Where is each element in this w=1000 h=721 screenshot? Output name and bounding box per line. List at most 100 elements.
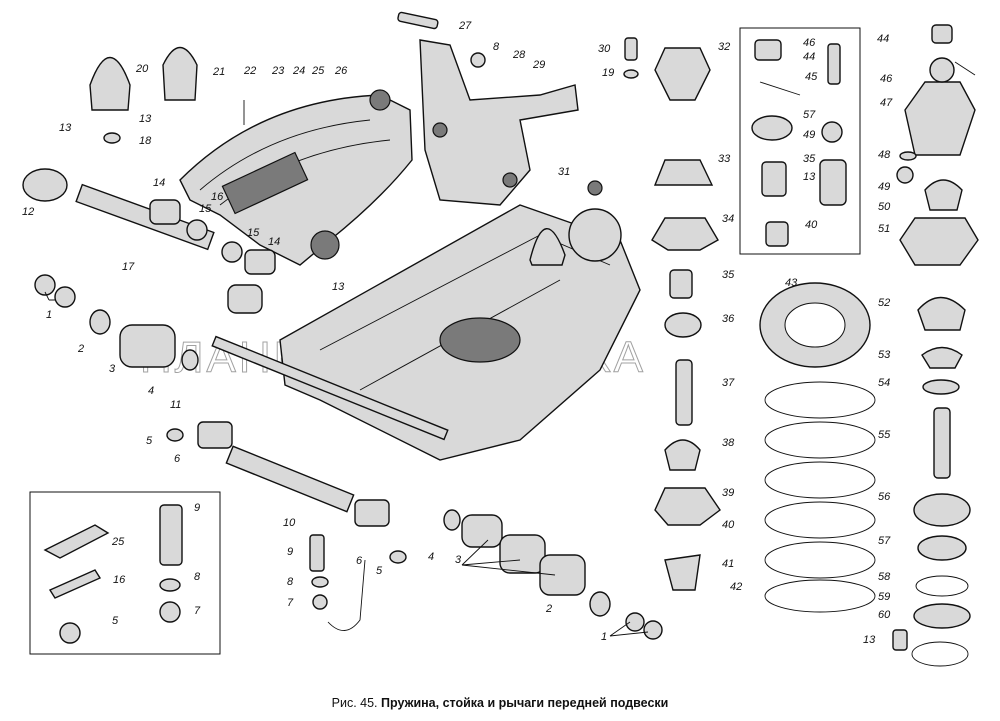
bolt-9-center [309, 534, 325, 572]
callout-3: 3 [109, 363, 116, 375]
ball-joint-32 [654, 47, 711, 101]
callout-12: 12 [22, 206, 34, 218]
callout-24: 24 [292, 65, 305, 77]
callout-18: 18 [139, 135, 152, 147]
shaft-10 [225, 445, 355, 513]
nut-49 [896, 166, 914, 184]
callout-46: 46 [880, 73, 893, 85]
leader-lines [44, 100, 649, 637]
callout-60: 60 [878, 609, 891, 621]
washer-2-left [89, 309, 111, 335]
callout-13: 13 [59, 122, 72, 134]
seat-36 [664, 312, 702, 338]
ball-joint-47 [904, 81, 976, 156]
bolt-25 [43, 524, 110, 559]
callout-2: 2 [77, 343, 84, 355]
bushing-14-right [244, 249, 276, 275]
boot-50 [924, 179, 963, 211]
callout-45: 45 [805, 71, 818, 83]
callout-labels: 1 1 2 2 3 3 4 4 5 5 5 6 6 7 7 8 8 8 9 9 … [22, 20, 893, 646]
steering-knuckle-29 [419, 39, 579, 206]
rubber-buffer-21 [162, 46, 198, 101]
callout-46: 46 [803, 37, 816, 49]
bolt-16 [48, 569, 102, 599]
ring-60 [911, 641, 969, 667]
washer-4-left [181, 349, 199, 371]
callout-19: 19 [602, 67, 614, 79]
callout-35: 35 [722, 269, 735, 281]
callout-11: 11 [170, 399, 181, 411]
cotter-pin-45b [954, 61, 976, 76]
washer-2-right [589, 591, 611, 617]
castle-nut-44-inset [754, 39, 782, 61]
bolt-30 [624, 37, 638, 61]
bracket-6-left [197, 421, 233, 449]
callout-37: 37 [722, 377, 735, 389]
callout-5: 5 [112, 615, 119, 627]
callout-8: 8 [287, 576, 294, 588]
callout-48: 48 [878, 149, 891, 161]
inset-frame-ball-joint-parts [739, 27, 861, 255]
nut-5-center [389, 550, 407, 564]
nut-44 [931, 24, 953, 44]
cover-39 [654, 487, 721, 526]
washer-8-center [311, 576, 329, 588]
nut-49-inset [821, 121, 843, 143]
sleeve-12-lower [227, 284, 263, 314]
cotter-pin-45 [759, 81, 801, 96]
ring-58 [915, 575, 969, 597]
bolt-9-inset [159, 504, 183, 566]
callout-47: 47 [880, 97, 893, 109]
seat-56 [913, 493, 971, 527]
nut-7-center [312, 594, 328, 610]
callout-13: 13 [139, 113, 152, 125]
callout-14: 14 [153, 177, 165, 189]
liner-52 [917, 296, 966, 331]
bushing-3-left [119, 324, 176, 368]
callout-15: 15 [247, 227, 260, 239]
bushing-3-right-c [539, 554, 586, 596]
callout-10: 10 [283, 517, 296, 529]
axle-17 [75, 183, 215, 251]
callout-49: 49 [878, 181, 890, 193]
callout-41: 41 [722, 558, 734, 570]
callout-5: 5 [146, 435, 153, 447]
nut-28 [470, 52, 486, 68]
nut-1b [54, 286, 76, 308]
callout-52: 52 [878, 297, 890, 309]
callout-13: 13 [332, 281, 345, 293]
ring-54 [922, 379, 960, 395]
callout-39: 39 [722, 487, 734, 499]
callout-44: 44 [803, 51, 815, 63]
pin-55 [933, 407, 951, 479]
bracket-6-right [354, 499, 390, 527]
callout-43: 43 [785, 277, 798, 289]
callout-9: 9 [194, 502, 200, 514]
washer-8-inset [159, 578, 181, 592]
callout-20: 20 [135, 63, 149, 75]
callout-57: 57 [803, 109, 816, 121]
figure-title: Пружина, стойка и рычаги передней подвес… [381, 696, 669, 710]
callout-32: 32 [718, 41, 730, 53]
callout-51: 51 [878, 223, 890, 235]
callout-8: 8 [194, 571, 201, 583]
callout-23: 23 [271, 65, 285, 77]
callout-36: 36 [722, 313, 735, 325]
callout-13: 13 [803, 171, 816, 183]
seal-15-left [186, 219, 208, 241]
callout-9: 9 [287, 546, 293, 558]
callout-7: 7 [287, 597, 294, 609]
ring-57-inset [751, 115, 793, 141]
callout-13: 13 [863, 634, 876, 646]
nut-7-inset [159, 601, 181, 623]
callout-1: 1 [46, 309, 52, 321]
spring-35-inset [819, 159, 847, 206]
callout-49: 49 [803, 129, 815, 141]
callout-31: 31 [558, 166, 570, 178]
callout-4: 4 [148, 385, 154, 397]
washer-18 [103, 132, 121, 144]
callout-15: 15 [199, 203, 212, 215]
housing-51 [899, 217, 979, 266]
callout-7: 7 [194, 605, 201, 617]
